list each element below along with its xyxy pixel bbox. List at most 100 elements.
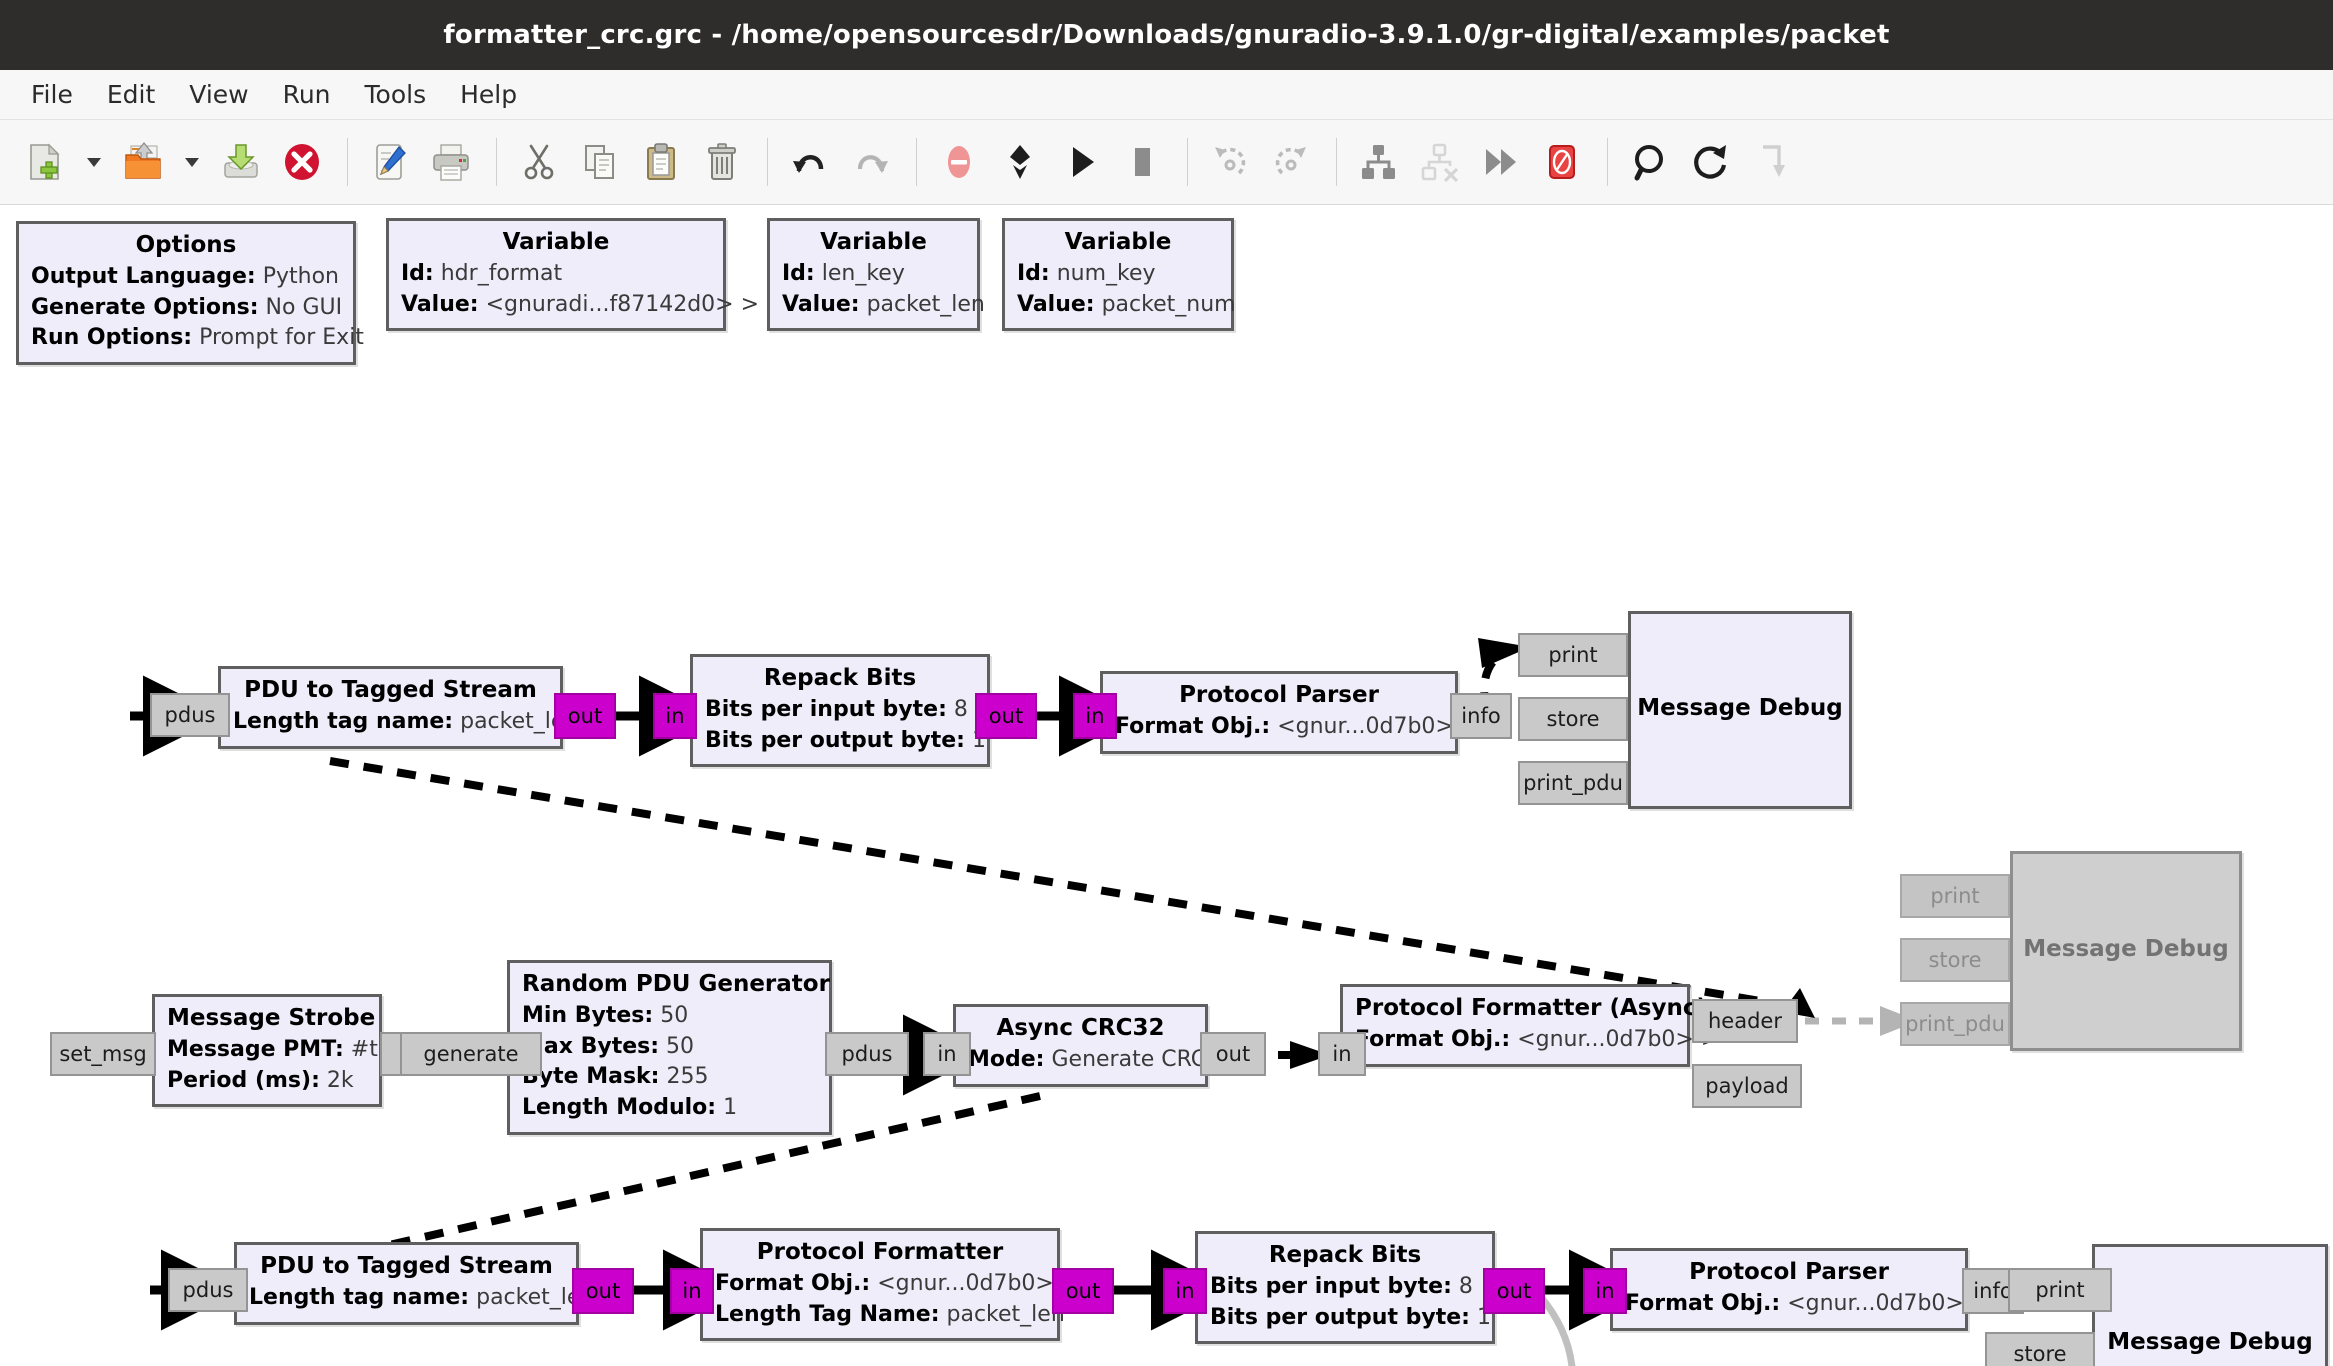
block-param: Bits per input byte: 8 — [1210, 1273, 1473, 1299]
port-print-message-debug-bottom[interactable]: print — [2008, 1268, 2112, 1312]
port-label: out — [1065, 1278, 1101, 1303]
cut-button[interactable] — [510, 133, 568, 191]
enable-block-button[interactable] — [991, 133, 1049, 191]
port-print-pdu-message-debug-top[interactable]: print_pdu — [1518, 761, 1628, 805]
port-out-repack-bits-bottom[interactable]: out — [1483, 1268, 1545, 1314]
kill-flowgraph-button[interactable] — [1113, 133, 1171, 191]
reload-blocks-button[interactable] — [1682, 133, 1740, 191]
port-pdus-in-bottom[interactable]: pdus — [168, 1268, 248, 1312]
block-message-debug-middle[interactable]: Message Debug — [2010, 851, 2242, 1051]
find-block-button[interactable] — [1621, 133, 1679, 191]
edit-properties-button[interactable] — [361, 133, 419, 191]
block-message-strobe[interactable]: Message Strobe Message PMT: #t Period (m… — [152, 994, 382, 1108]
port-pdus-in-top[interactable]: pdus — [150, 693, 230, 737]
save-button[interactable] — [212, 133, 270, 191]
block-variable-len-key[interactable]: Variable Id: len_key Value: packet_len — [767, 218, 985, 332]
port-in-repack-bits-top[interactable]: in — [653, 693, 697, 739]
port-payload-protocol-formatter-async[interactable]: payload — [1692, 1064, 1802, 1108]
port-print-message-debug-middle[interactable]: print — [1900, 874, 2010, 918]
port-out-repack-bits-top[interactable]: out — [975, 693, 1037, 739]
block-async-crc32[interactable]: Async CRC32 Mode: Generate CRC — [953, 1004, 1208, 1087]
redo-button[interactable] — [842, 133, 900, 191]
block-protocol-parser-top[interactable]: Protocol Parser Format Obj.: <gnur...0d7… — [1100, 671, 1479, 754]
port-label: info — [1973, 1278, 2013, 1303]
port-store-message-debug-bottom[interactable]: store — [1985, 1332, 2095, 1366]
block-random-pdu-generator[interactable]: Random PDU Generator Min Bytes: 50 Max B… — [507, 960, 832, 1135]
block-param: Mode: Generate CRC — [968, 1046, 1207, 1072]
new-flowgraph-dropdown[interactable] — [77, 133, 111, 191]
redo-arrow-icon — [857, 155, 888, 173]
block-variable-hdr-format[interactable]: Variable Id: hdr_format Value: <gnuradi.… — [386, 218, 759, 332]
port-in-protocol-formatter-async[interactable]: in — [1318, 1032, 1366, 1076]
block-options[interactable]: Options Output Language: Python Generate… — [16, 221, 364, 366]
port-set-msg-message-strobe[interactable]: set_msg — [50, 1032, 156, 1076]
open-flowgraph-button[interactable] — [114, 133, 172, 191]
block-message-debug-bottom[interactable]: Message Debug — [2092, 1244, 2328, 1366]
new-flowgraph-button[interactable] — [16, 133, 74, 191]
execute-flowgraph-button[interactable] — [1052, 133, 1110, 191]
block-protocol-formatter[interactable]: Protocol Formatter Format Obj.: <gnur...… — [700, 1228, 1079, 1342]
errors-button[interactable] — [1533, 133, 1591, 191]
port-label: store — [1546, 706, 1600, 731]
block-title: Protocol Parser — [1179, 682, 1379, 708]
open-recent-dropdown[interactable] — [175, 133, 209, 191]
block-message-debug-top[interactable]: Message Debug — [1628, 611, 1852, 809]
block-protocol-formatter-async[interactable]: Protocol Formatter (Async) Format Obj.: … — [1340, 984, 1719, 1067]
block-protocol-parser-bottom[interactable]: Protocol Parser Format Obj.: <gnur...0d7… — [1610, 1248, 1989, 1331]
print-button[interactable] — [422, 133, 480, 191]
port-generate-random-pdu-generator[interactable]: generate — [400, 1032, 542, 1076]
close-button[interactable] — [273, 133, 331, 191]
create-hier-block-button[interactable] — [1350, 133, 1408, 191]
window-titlebar: formatter_crc.grc - /home/opensourcesdr/… — [0, 0, 2333, 70]
rotate-right-button[interactable] — [1262, 133, 1320, 191]
port-in-protocol-parser-bottom[interactable]: in — [1583, 1268, 1627, 1314]
port-info-protocol-parser-top[interactable]: info — [1450, 693, 1512, 739]
block-param: Message PMT: #t — [167, 1036, 378, 1062]
block-param: Length Modulo: 1 — [522, 1095, 738, 1121]
menu-help[interactable]: Help — [460, 80, 518, 109]
port-print-pdu-message-debug-middle[interactable]: print_pdu — [1900, 1002, 2010, 1046]
toggle-flowgraph-button[interactable] — [1743, 133, 1801, 191]
generate-button[interactable] — [1472, 133, 1530, 191]
block-pdu-to-tagged-stream-top[interactable]: PDU to Tagged Stream Length tag name: pa… — [218, 666, 578, 749]
port-header-protocol-formatter-async[interactable]: header — [1692, 999, 1798, 1043]
paste-button[interactable] — [632, 133, 690, 191]
undo-button[interactable] — [781, 133, 839, 191]
port-out-async-crc32[interactable]: out — [1200, 1032, 1266, 1076]
copy-button[interactable] — [571, 133, 629, 191]
port-out-pdu-to-tagged-bottom[interactable]: out — [572, 1268, 634, 1314]
port-print-message-debug-top[interactable]: print — [1518, 633, 1628, 677]
window-title: formatter_crc.grc - /home/opensourcesdr/… — [443, 20, 1890, 50]
menu-run[interactable]: Run — [282, 80, 331, 109]
port-store-message-debug-middle[interactable]: store — [1900, 938, 2010, 982]
block-repack-bits-bottom[interactable]: Repack Bits Bits per input byte: 8 Bits … — [1195, 1231, 1495, 1345]
port-in-protocol-parser-top[interactable]: in — [1073, 693, 1117, 739]
menu-view[interactable]: View — [189, 80, 249, 109]
port-label: in — [937, 1041, 957, 1066]
block-variable-num-key[interactable]: Variable Id: num_key Value: packet_num — [1002, 218, 1236, 332]
port-store-message-debug-top[interactable]: store — [1518, 697, 1628, 741]
save-disk-icon — [224, 144, 258, 178]
menu-edit[interactable]: Edit — [106, 80, 156, 109]
port-in-repack-bits-bottom[interactable]: in — [1163, 1268, 1207, 1314]
port-label: print_pdu — [1905, 1011, 2005, 1036]
flowgraph-canvas[interactable]: Options Output Language: Python Generate… — [0, 206, 2333, 1366]
block-pdu-to-tagged-stream-bottom[interactable]: PDU to Tagged Stream Length tag name: pa… — [234, 1242, 594, 1325]
port-pdus-random-pdu-generator[interactable]: pdus — [825, 1032, 909, 1076]
disable-circle-icon — [948, 146, 970, 178]
port-out-pdu-to-tagged-top[interactable]: out — [554, 693, 616, 739]
remove-hier-block-button[interactable] — [1411, 133, 1469, 191]
rotate-left-button[interactable] — [1201, 133, 1259, 191]
port-label: in — [1332, 1041, 1352, 1066]
menu-file[interactable]: File — [31, 80, 73, 109]
menubar: File Edit View Run Tools Help — [0, 70, 2333, 120]
block-repack-bits-top[interactable]: Repack Bits Bits per input byte: 8 Bits … — [690, 654, 990, 768]
port-in-async-crc32[interactable]: in — [923, 1032, 971, 1076]
port-out-protocol-formatter[interactable]: out — [1052, 1268, 1114, 1314]
fast-forward-icon — [1486, 149, 1516, 175]
menu-tools[interactable]: Tools — [364, 80, 427, 109]
delete-button[interactable] — [693, 133, 751, 191]
port-label: in — [1595, 1278, 1615, 1303]
port-in-protocol-formatter[interactable]: in — [670, 1268, 714, 1314]
disable-block-button[interactable] — [930, 133, 988, 191]
